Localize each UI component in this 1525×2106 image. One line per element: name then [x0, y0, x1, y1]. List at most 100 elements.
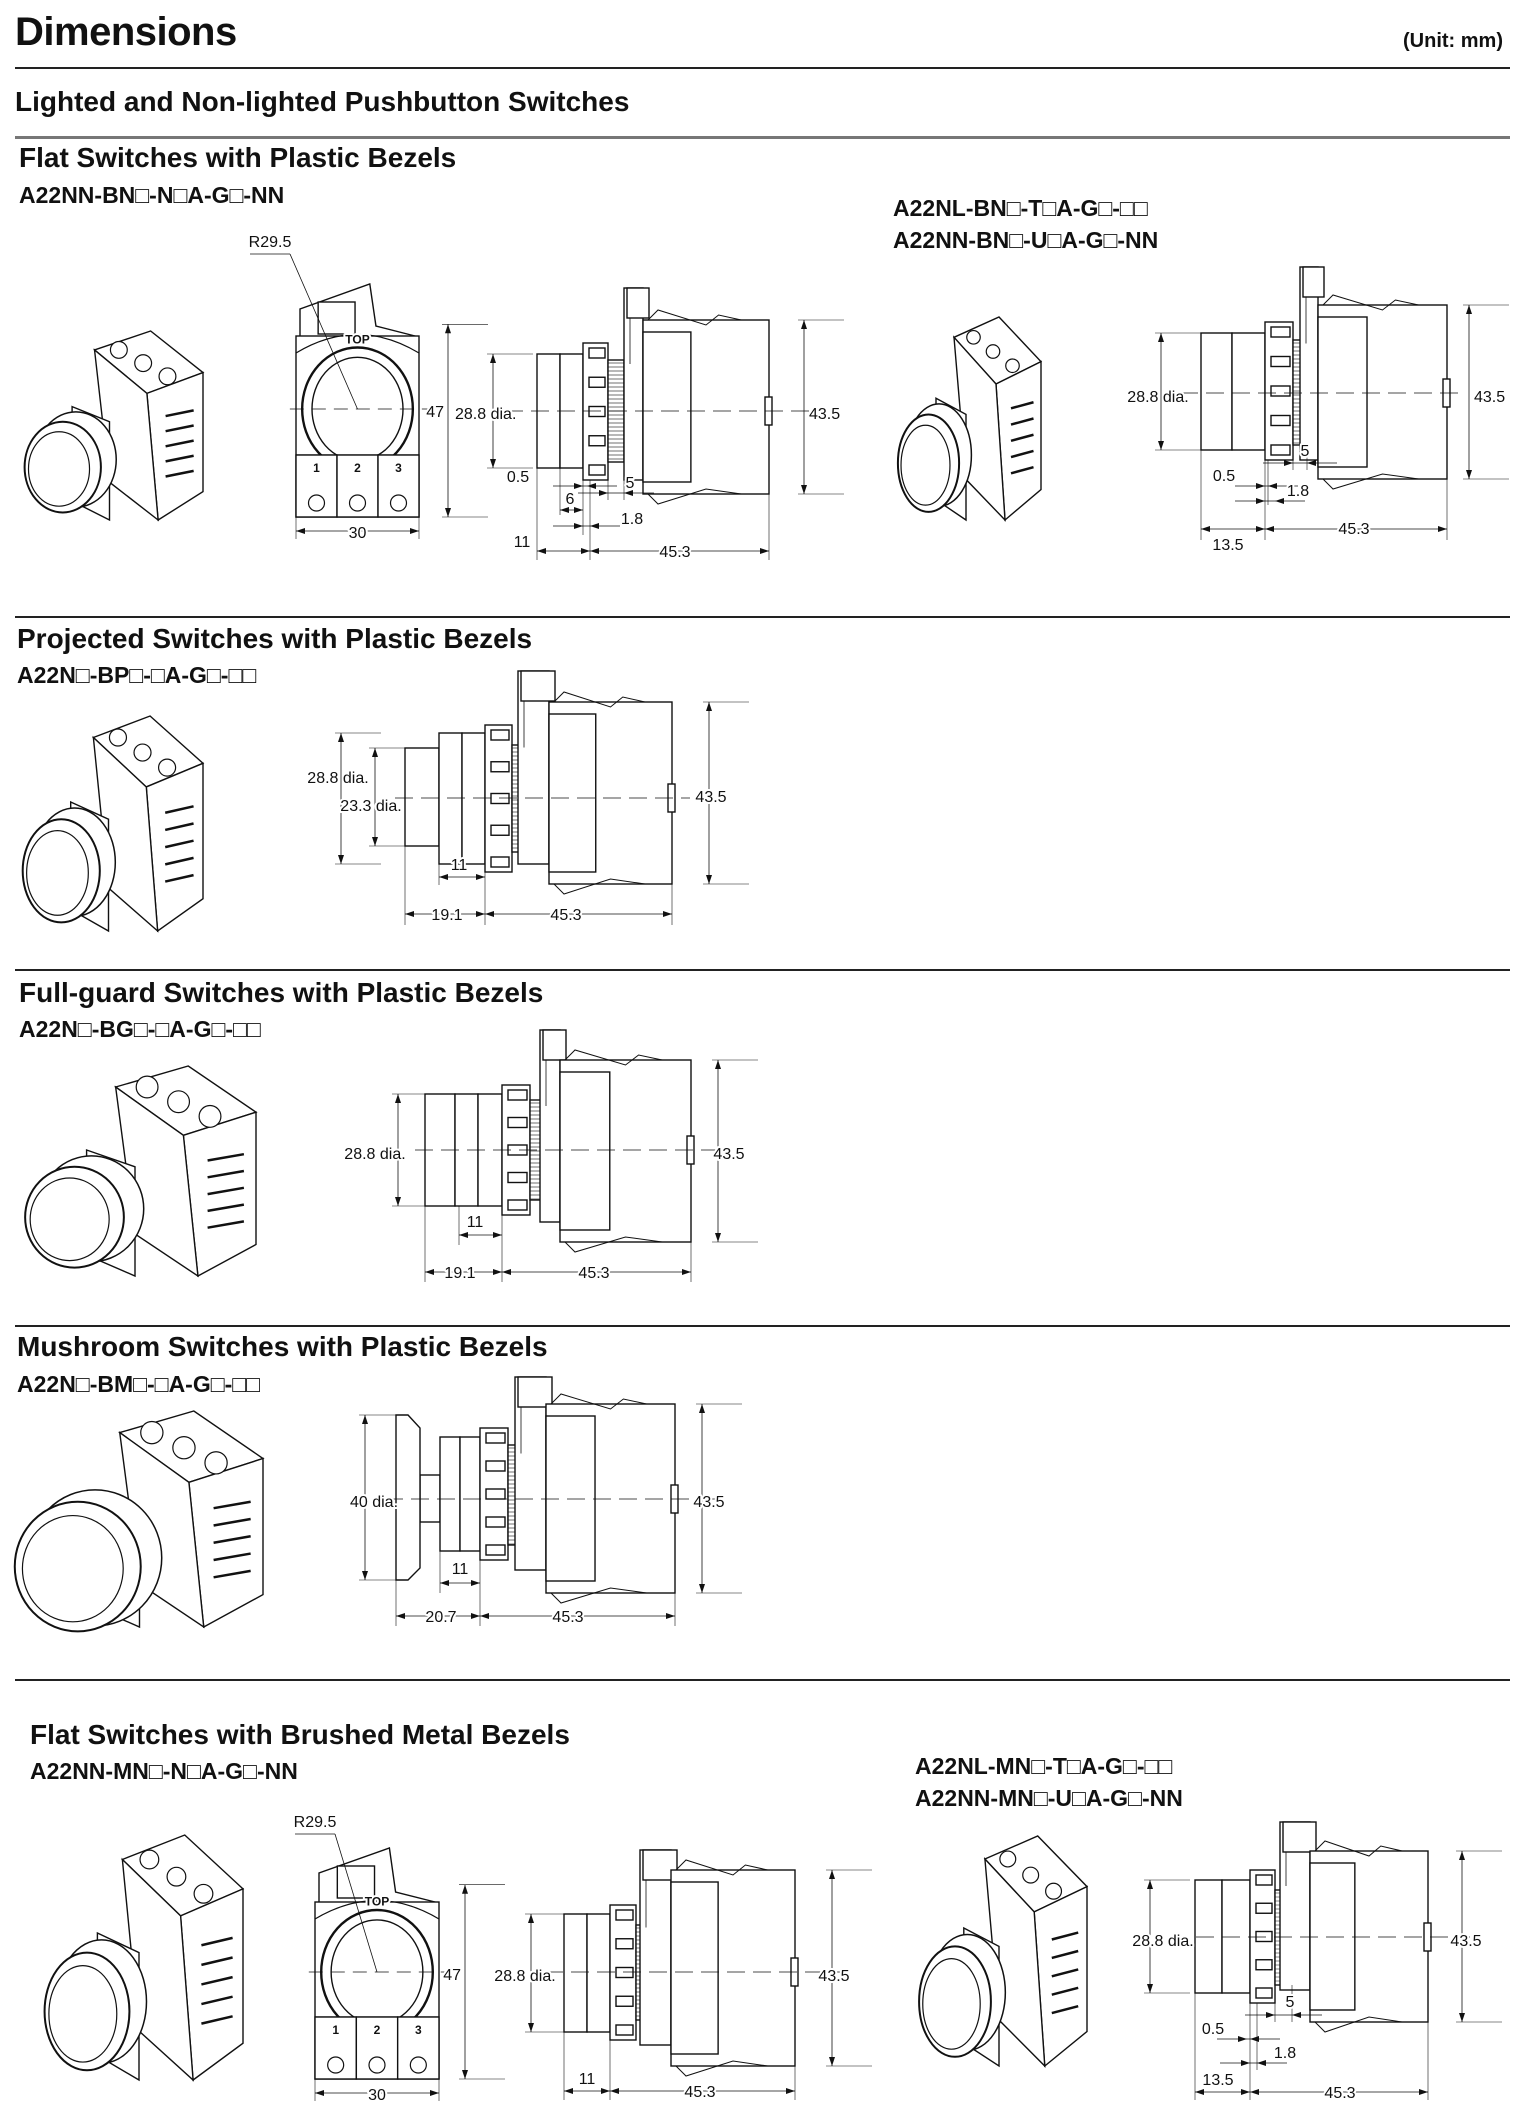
arrowhead — [1466, 305, 1472, 314]
label-print — [1051, 1986, 1079, 1996]
contact-block-front — [559, 1071, 611, 1231]
switch-isometric-view — [21, 715, 205, 933]
dimension-horizontal: 45.3 — [485, 905, 672, 926]
dimension-label: 45.3 — [659, 544, 690, 561]
nut-tooth — [615, 1909, 634, 1921]
terminal-screw — [108, 728, 128, 747]
arrowhead — [410, 528, 419, 534]
dimension-label: 13.5 — [1212, 537, 1243, 554]
switch-isometric-view-alt — [918, 1835, 1089, 2068]
dimension-horizontal: 1.8 — [1235, 481, 1311, 504]
mounting-latch — [514, 1376, 547, 1571]
dimension-horizontal: 11 — [512, 532, 590, 554]
arrowhead — [663, 911, 672, 917]
label-print — [1051, 1968, 1079, 1978]
arrowhead — [1438, 526, 1447, 532]
arrowhead — [1250, 2036, 1259, 2042]
terminal-screw — [348, 494, 367, 512]
arrowhead — [459, 1232, 468, 1238]
label-print — [1010, 401, 1034, 410]
section-divider — [15, 969, 1510, 971]
dimension-horizontal: 1.8 — [1220, 2043, 1298, 2066]
label-print — [201, 1956, 233, 1967]
category-divider — [15, 136, 1510, 139]
arrowhead — [476, 911, 485, 917]
terminal-screw — [109, 340, 128, 359]
arrowhead — [1238, 2036, 1247, 2042]
terminal-clip — [564, 1049, 663, 1066]
terminal-clip — [675, 2060, 768, 2077]
dimension-horizontal: 45.3 — [1265, 519, 1447, 540]
bezel-arc — [295, 333, 420, 354]
arrowhead — [476, 874, 485, 880]
nut-tooth — [485, 1516, 506, 1528]
model-number: A22N□-BP□-□A-G□-□□ — [17, 662, 257, 688]
latch-tab — [642, 1849, 678, 1881]
dimension-label: 45.3 — [684, 2084, 715, 2101]
arrowhead — [445, 324, 451, 334]
nut-tooth — [1255, 1987, 1273, 1999]
terminal-screw — [157, 758, 177, 777]
arrowhead — [829, 1870, 835, 1879]
arrowhead — [1201, 526, 1210, 532]
arrowhead — [1195, 2089, 1204, 2095]
arrowhead — [760, 548, 769, 554]
nut-tooth — [1270, 355, 1291, 368]
terminal-screw — [166, 1866, 187, 1887]
arrowhead — [706, 875, 712, 884]
dimension-label: 1.8 — [1287, 483, 1309, 500]
label-print — [1051, 1931, 1079, 1941]
label-print — [213, 1552, 251, 1562]
terminal-clip — [550, 1587, 647, 1604]
dimension-label: 0.5 — [1202, 2021, 1224, 2038]
radius-leader — [334, 1833, 378, 1973]
nut-tooth — [490, 729, 510, 741]
side-view-alt: 28.8 dia.43.550.51.813.545.3 — [1130, 1821, 1502, 2104]
arrowhead — [362, 1415, 368, 1424]
dimension-horizontal: 11 — [440, 1559, 480, 1586]
dimension-label: 11 — [451, 857, 468, 874]
model-number: A22N□-BM□-□A-G□-□□ — [17, 1371, 261, 1397]
dimension-vertical: 43.5 — [691, 1403, 742, 1594]
latch-tab — [542, 1029, 567, 1061]
button-part — [419, 1474, 441, 1523]
arrowhead — [396, 1613, 405, 1619]
button-part — [1221, 1879, 1251, 1994]
dimension-label: R29.5 — [294, 1814, 337, 1831]
terminal-screw — [158, 367, 177, 386]
label-print — [164, 839, 194, 849]
arrowhead — [440, 1580, 449, 1586]
contact-block-front — [548, 713, 597, 873]
dimension-vertical: 43.5 — [816, 1869, 872, 2067]
arrowhead — [537, 548, 546, 554]
nut-tooth — [1270, 414, 1291, 427]
dimension-vertical: 28.8 dia. — [1125, 332, 1201, 451]
dimension-horizontal: 11 — [459, 1212, 502, 1238]
contact-block-front — [1317, 316, 1368, 468]
nut-tooth — [485, 1432, 506, 1444]
arrowhead — [1459, 1851, 1465, 1860]
dimension-horizontal: 0.5 — [1211, 466, 1298, 489]
terminal-clip — [564, 1236, 663, 1253]
unit-note: (Unit: mm) — [1403, 30, 1503, 52]
dimension-label: 20.7 — [425, 1609, 456, 1626]
button-face — [48, 1965, 118, 2063]
nut-tooth — [588, 376, 606, 388]
arrowhead — [493, 1232, 502, 1238]
nut-tooth — [1255, 1902, 1273, 1914]
label-print — [213, 1517, 251, 1527]
bezel-arc — [314, 1899, 440, 1920]
button-face — [27, 431, 91, 507]
top-mark: TOP — [345, 332, 369, 346]
dimension-horizontal: 45.3 — [610, 2082, 795, 2103]
button-part — [404, 747, 440, 847]
arrowhead — [445, 508, 451, 517]
dimension-label: 45.3 — [1324, 2085, 1355, 2102]
latch-tab — [517, 1376, 553, 1408]
dimension-label: 1.8 — [1274, 2045, 1296, 2062]
arrowhead — [699, 1404, 705, 1413]
nut-tooth — [490, 792, 510, 805]
top-mark: TOP — [365, 1895, 389, 1909]
